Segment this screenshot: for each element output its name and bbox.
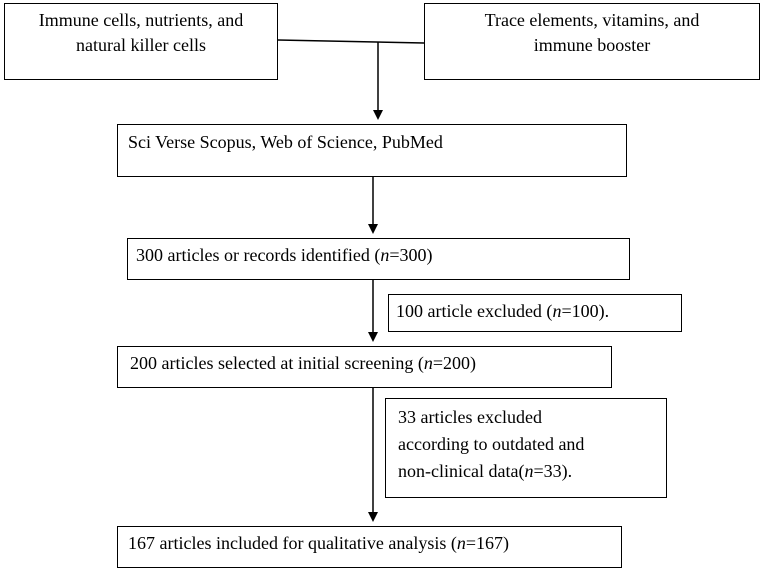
included-text: 167 articles included for qualitative an…	[128, 533, 510, 553]
search-terms-right-line1: Trace elements, vitamins, and	[484, 10, 700, 30]
excluded-second-line1: 33 articles excluded	[398, 407, 542, 427]
search-terms-left-line2: natural killer cells	[76, 35, 206, 55]
excluded-second-line3: non-clinical data(n=33).	[398, 461, 573, 481]
identified-text: 300 articles or records identified (n=30…	[136, 245, 433, 265]
databases-box: Sci Verse Scopus, Web of Science, PubMed	[117, 124, 627, 177]
search-terms-left-line1: Immune cells, nutrients, and	[38, 10, 244, 30]
screened-box: 200 articles selected at initial screeni…	[117, 346, 612, 388]
identified-box: 300 articles or records identified (n=30…	[127, 238, 630, 280]
screened-text: 200 articles selected at initial screeni…	[130, 353, 477, 373]
included-box: 167 articles included for qualitative an…	[117, 526, 622, 568]
excluded-first-text: 100 article excluded (n=100).	[396, 301, 610, 321]
databases-text: Sci Verse Scopus, Web of Science, PubMed	[128, 132, 443, 152]
excluded-second-box: 33 articles excluded according to outdat…	[385, 398, 667, 498]
search-terms-right-box: Trace elements, vitamins, and immune boo…	[424, 3, 760, 80]
search-terms-left-box: Immune cells, nutrients, and natural kil…	[4, 3, 278, 80]
excluded-first-box: 100 article excluded (n=100).	[388, 294, 682, 332]
search-terms-right-line2: immune booster	[533, 35, 651, 55]
excluded-second-line2: according to outdated and	[398, 434, 585, 454]
join-line	[277, 39, 425, 44]
